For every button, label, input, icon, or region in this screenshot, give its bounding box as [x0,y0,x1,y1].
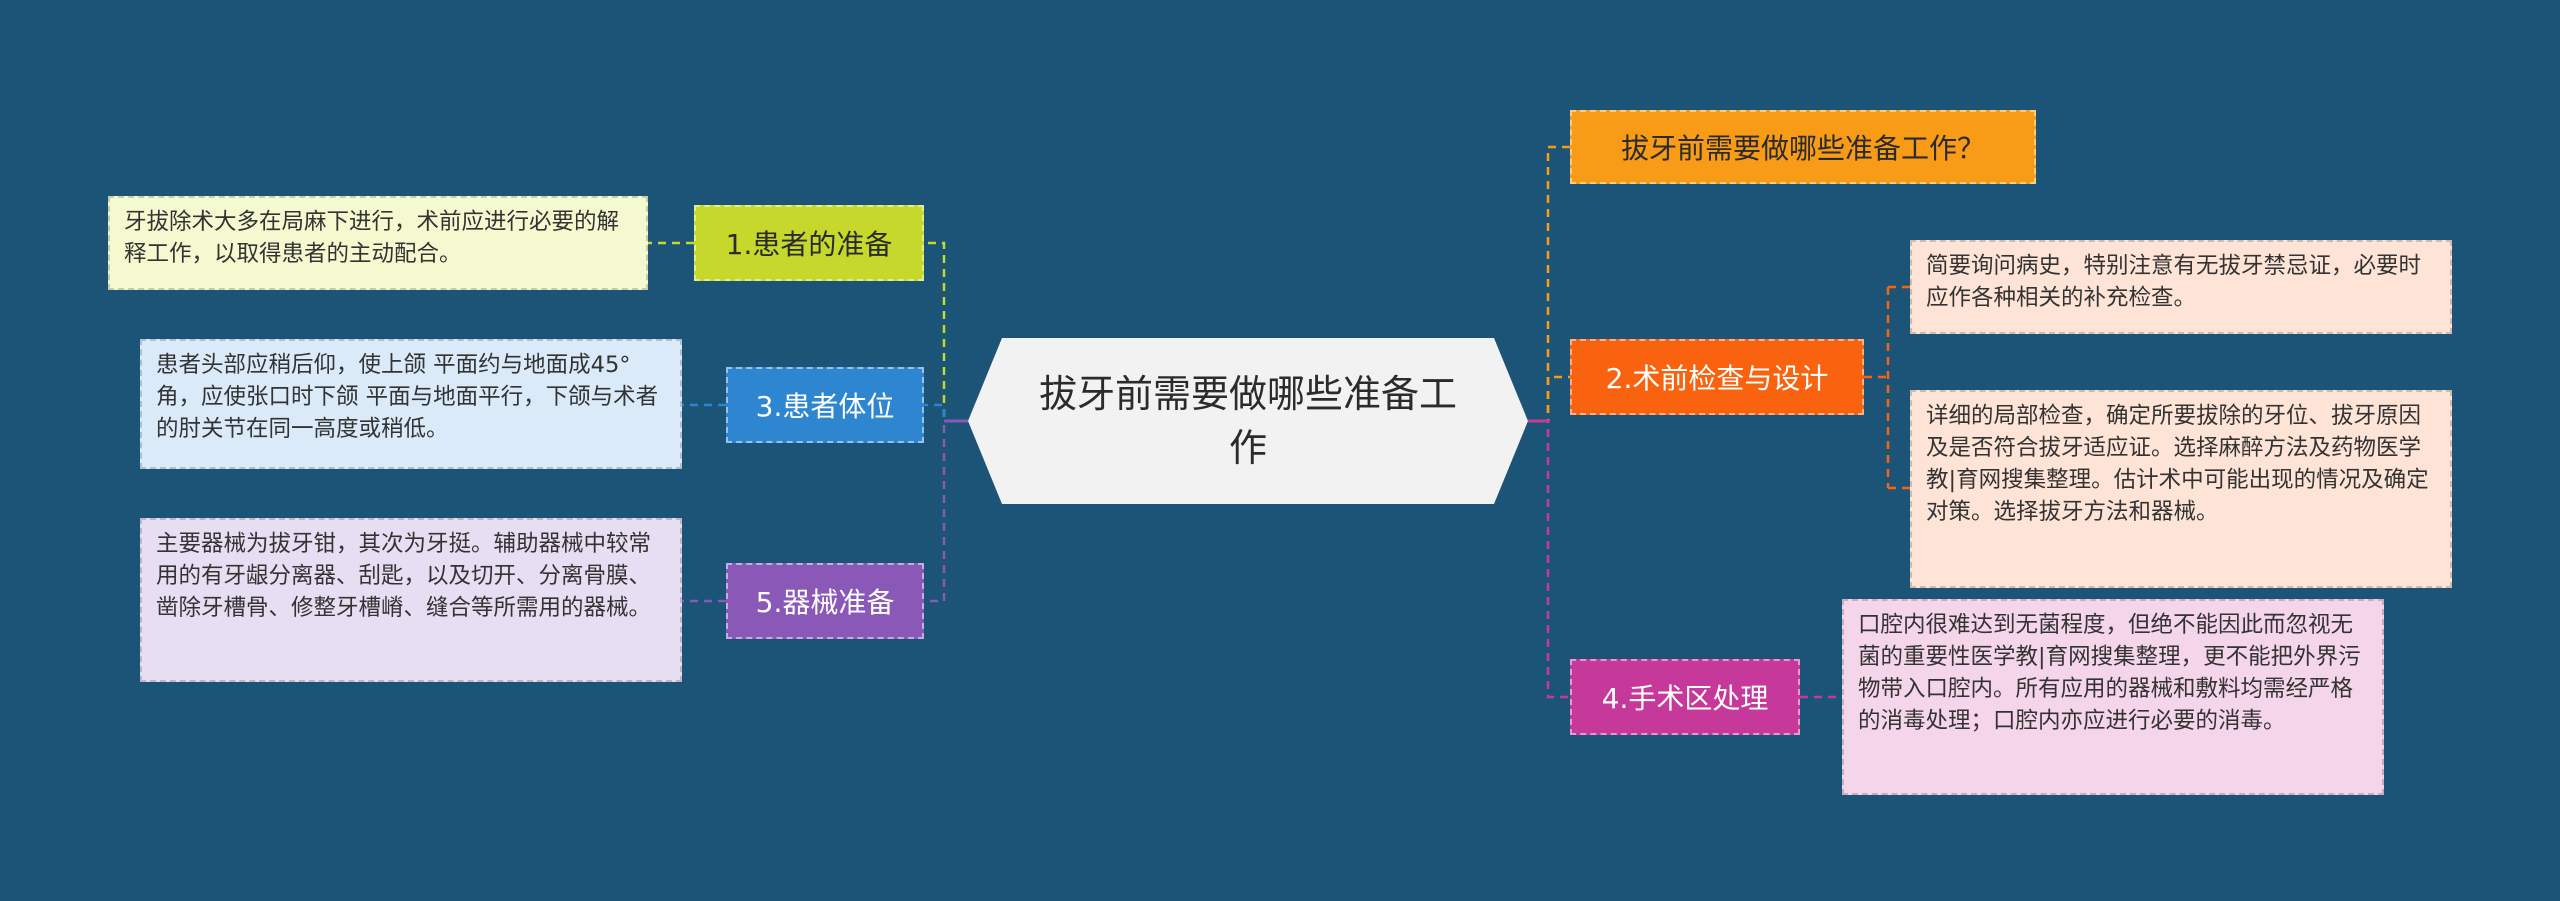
leaf-preop-check-2: 详细的局部检查，确定所要拔除的牙位、拔牙原因及是否符合拔牙适应证。选择麻醉方法及… [1910,390,2452,588]
link-center-patient-position [924,403,968,423]
branch-patient-prep-label: 1.患者的准备 [725,228,893,261]
branch-preop-check[interactable]: 2.术前检查与设计 [1570,339,1864,415]
branch-surgical-area-label: 4.手术区处理 [1601,682,1769,715]
right-title-node[interactable]: 拔牙前需要做哪些准备工作？ [1570,110,2036,184]
leaf-patient-position-text: 患者头部应稍后仰，使上颌 平面约与地面成45°角，应使张口时下颌 平面与地面平行… [156,352,659,442]
leaf-surgical-area-text: 口腔内很难达到无菌程度，但绝不能因此而忽视无菌的重要性医学教|育网搜集整理，更不… [1858,612,2361,734]
center-topic[interactable]: 拔牙前需要做哪些准备工作 [968,338,1528,504]
leaf-patient-position: 患者头部应稍后仰，使上颌 平面约与地面成45°角，应使张口时下颌 平面与地面平行… [140,339,682,469]
branch-surgical-area[interactable]: 4.手术区处理 [1570,659,1800,735]
leaf-preop-check-2-text: 详细的局部检查，确定所要拔除的牙位、拔牙原因及是否符合拔牙适应证。选择麻醉方法及… [1926,403,2429,525]
link-preop-check-leaves [1864,285,1910,490]
link-center-surgical-area [1528,419,1570,699]
branch-preop-check-label: 2.术前检查与设计 [1605,362,1829,395]
leaf-patient-prep-text: 牙拔除术大多在局麻下进行，术前应进行必要的解释工作，以取得患者的主动配合。 [124,209,620,267]
branch-patient-position-label: 3.患者体位 [755,390,895,423]
branch-patient-prep[interactable]: 1.患者的准备 [694,205,924,281]
branch-instruments-label: 5.器械准备 [755,586,895,619]
link-center-instruments [924,419,968,603]
center-topic-label: 拔牙前需要做哪些准备工作 [1038,372,1457,470]
branch-patient-position[interactable]: 3.患者体位 [726,367,924,443]
right-title-label: 拔牙前需要做哪些准备工作？ [1620,132,1985,165]
link-center-right-title [1528,145,1570,423]
leaf-patient-prep: 牙拔除术大多在局麻下进行，术前应进行必要的解释工作，以取得患者的主动配合。 [108,196,648,290]
leaf-preop-check-1-text: 简要询问病史，特别注意有无拔牙禁忌证，必要时应作各种相关的补充检查。 [1926,253,2422,311]
link-center-patient-prep [924,241,968,423]
link-center-preop-check [1528,375,1570,423]
branch-instruments[interactable]: 5.器械准备 [726,563,924,639]
leaf-preop-check-1: 简要询问病史，特别注意有无拔牙禁忌证，必要时应作各种相关的补充检查。 [1910,240,2452,334]
leaf-instruments-text: 主要器械为拔牙钳，其次为牙挺。辅助器械中较常用的有牙龈分离器、刮匙，以及切开、分… [156,531,652,621]
leaf-instruments: 主要器械为拔牙钳，其次为牙挺。辅助器械中较常用的有牙龈分离器、刮匙，以及切开、分… [140,518,682,682]
leaf-surgical-area: 口腔内很难达到无菌程度，但绝不能因此而忽视无菌的重要性医学教|育网搜集整理，更不… [1842,599,2384,795]
